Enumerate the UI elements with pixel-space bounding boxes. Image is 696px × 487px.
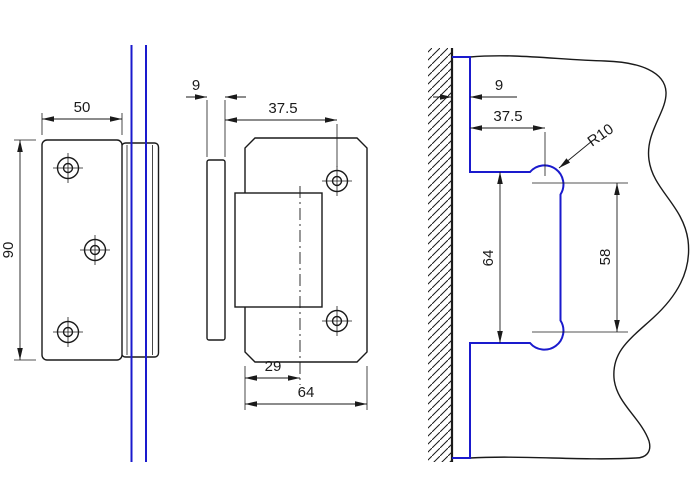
glass-cutout-edge: [452, 56, 565, 459]
knuckle-outline: [234, 192, 323, 308]
screw-hole-bottom: [322, 306, 352, 336]
leader-line: [558, 140, 593, 169]
front-view: 50 90: [0, 45, 160, 462]
dim-cutout-height-label: 64: [480, 250, 497, 267]
dim-front-height-label: 90: [0, 242, 17, 259]
screw-hole-middle: [80, 235, 110, 265]
dim-side-hole-offset: 37.5: [225, 100, 338, 167]
wall-hatch: [428, 48, 452, 462]
dim-side-pivot-offset-label: 29: [265, 358, 282, 375]
dim-side-depth: 64: [245, 366, 368, 410]
dim-cutout-width: 37.5: [470, 108, 546, 176]
glass-break-outline: [469, 55, 690, 460]
glass-cutout-view: 9 37.5 R10 64 58: [428, 48, 690, 462]
dim-side-pivot-offset: 29: [244, 358, 300, 410]
dim-cutout-radius: R10: [558, 121, 617, 169]
dim-cutout-width-label: 37.5: [493, 108, 522, 125]
dim-front-width: 50: [41, 99, 123, 135]
dim-cutout-hole-spacing-label: 58: [597, 249, 614, 266]
dim-cutout-hole-spacing: 58: [597, 183, 620, 332]
dim-front-width-label: 50: [74, 99, 91, 116]
screw-hole-top: [53, 153, 83, 183]
dim-side-hole-offset-label: 37.5: [268, 100, 297, 117]
dim-cutout-height: 64: [480, 172, 503, 343]
screw-hole-top: [322, 166, 352, 196]
screw-hole-bottom: [53, 317, 83, 347]
dim-cutout-wall-gap-label: 9: [495, 77, 503, 94]
dim-side-thickness-label: 9: [192, 77, 200, 94]
side-view: 9 37.5 29 64: [186, 77, 368, 410]
dim-side-thickness: 9: [186, 77, 246, 157]
dim-cutout-radius-label: R10: [585, 121, 617, 151]
dim-front-height: 90: [0, 139, 36, 361]
wall-plate-outline: [206, 159, 226, 341]
dim-cutout-wall-gap: 9: [433, 77, 517, 100]
dim-side-depth-label: 64: [298, 384, 315, 401]
